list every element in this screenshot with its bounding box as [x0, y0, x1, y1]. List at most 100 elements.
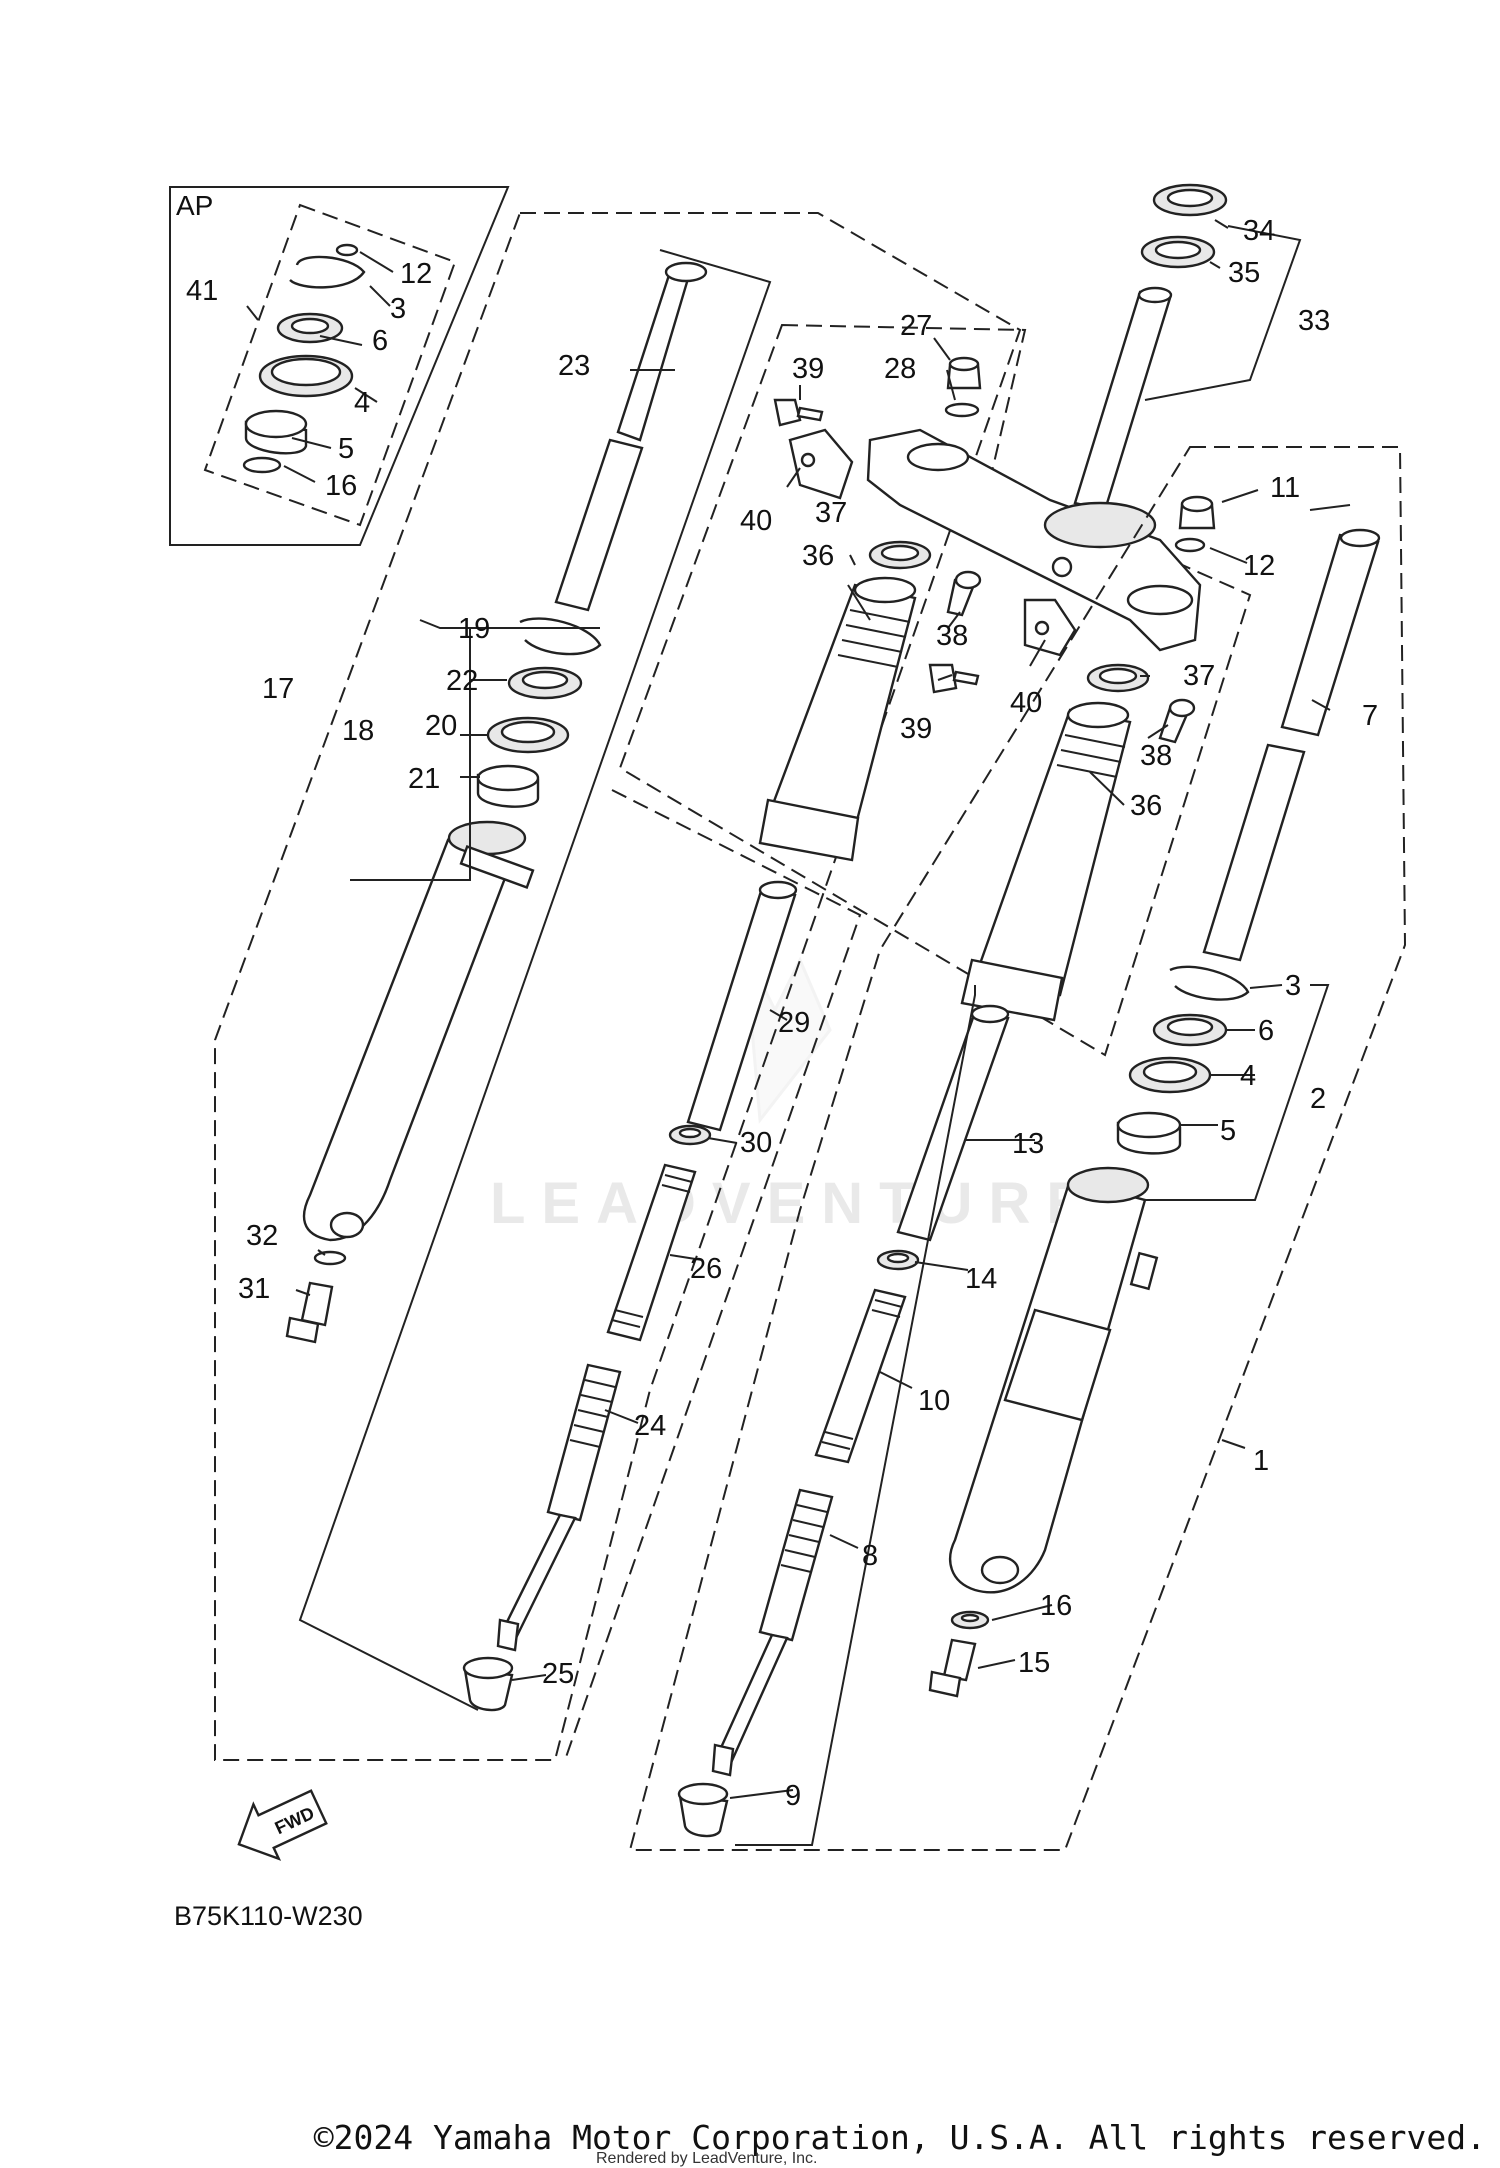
callout-16: 16 — [1040, 1590, 1072, 1622]
callout-21: 21 — [408, 763, 440, 795]
callout-25: 25 — [542, 1658, 574, 1690]
seal-20 — [486, 716, 570, 754]
callout-13: 13 — [1012, 1128, 1044, 1160]
outer-tube-left — [302, 820, 535, 1242]
bolt-38-right — [1158, 698, 1196, 744]
seal-6b — [1152, 1013, 1228, 1047]
group-1-outline — [628, 446, 1407, 1851]
o-ring-28 — [944, 402, 980, 418]
callout-17: 17 — [262, 673, 294, 705]
callout-12: 12 — [1243, 550, 1275, 582]
bolt-31 — [285, 1250, 347, 1344]
washer-14 — [876, 1249, 920, 1271]
callout-labels: 12 3 41 6 4 5 16 23 19 17 22 18 20 21 32… — [186, 215, 1378, 1812]
callout-12: 12 — [400, 258, 432, 290]
cap-bolt-11 — [1178, 495, 1216, 530]
steering-stem-33 — [1073, 286, 1173, 512]
fork-boot-36-right — [960, 701, 1132, 1022]
callout-10: 10 — [918, 1385, 950, 1417]
callout-29: 29 — [778, 1007, 810, 1039]
callout-40: 40 — [1010, 687, 1042, 719]
clamp-40-left — [788, 428, 854, 500]
callout-34: 34 — [1243, 215, 1275, 247]
group-17-outline — [214, 212, 1022, 1761]
callout-22: 22 — [446, 665, 478, 697]
outer-tube-right — [948, 1166, 1159, 1594]
fwd-arrow-icon: FWD — [237, 1789, 328, 1861]
callout-2: 2 — [1310, 1083, 1326, 1115]
leader-33-bracket — [1144, 225, 1302, 401]
callout-40: 40 — [740, 505, 772, 537]
watermark-logo — [743, 949, 832, 1124]
washer-16b — [950, 1610, 990, 1630]
copyright-notice: ©2024 Yamaha Motor Corporation, U.S.A. A… — [313, 2118, 1486, 2157]
clip-19 — [519, 617, 602, 656]
callout-27: 27 — [900, 310, 932, 342]
watermark-text: LEADVENTURE — [490, 1171, 1101, 1236]
callout-35: 35 — [1228, 257, 1260, 289]
damper-rod-8 — [711, 1488, 834, 1777]
cap-9 — [677, 1782, 729, 1838]
clip-3b — [1169, 965, 1250, 1001]
callout-7: 7 — [1362, 700, 1378, 732]
clip-37-right — [1086, 663, 1150, 693]
seal-22 — [507, 666, 583, 700]
leader-2-bracket — [1140, 984, 1330, 1201]
clamp-40-right — [1023, 598, 1077, 657]
callout-33: 33 — [1298, 305, 1330, 337]
callout-20: 20 — [425, 710, 457, 742]
bolt-39-left — [773, 398, 824, 427]
callout-3: 3 — [390, 293, 406, 325]
callout-11: 11 — [1270, 472, 1300, 504]
spring-26 — [606, 1163, 697, 1342]
ap-inset-label: AP — [176, 190, 213, 221]
group-damper-outline — [564, 789, 862, 1761]
callout-37: 37 — [1183, 660, 1215, 692]
cap-bolt-27 — [946, 356, 982, 390]
bearing-34 — [1152, 183, 1228, 217]
callout-5: 5 — [1220, 1115, 1236, 1147]
under-bracket — [866, 428, 1202, 652]
callout-6: 6 — [1258, 1015, 1274, 1047]
callout-23: 23 — [558, 350, 590, 382]
bearing-35 — [1140, 235, 1216, 269]
callout-32: 32 — [246, 1220, 278, 1252]
callout-36: 36 — [1130, 790, 1162, 822]
callout-15: 15 — [1018, 1647, 1050, 1679]
callout-28: 28 — [884, 353, 916, 385]
callout-4: 4 — [354, 387, 370, 419]
inner-tube-23 — [554, 261, 708, 612]
callout-24: 24 — [634, 1410, 666, 1442]
callout-9: 9 — [785, 1780, 801, 1812]
cap-25 — [462, 1656, 514, 1712]
callout-6: 6 — [372, 325, 388, 357]
bolt-39-right — [928, 663, 980, 694]
bolt-15 — [928, 1638, 977, 1698]
callout-30: 30 — [740, 1127, 772, 1159]
callout-14: 14 — [965, 1263, 997, 1295]
bolt-38-left — [946, 570, 982, 617]
callout-31: 31 — [238, 1273, 270, 1305]
leader-7-top — [1309, 504, 1351, 511]
callout-16: 16 — [325, 470, 357, 502]
tube-29 — [686, 880, 798, 1132]
callout-41: 41 — [186, 275, 218, 307]
ap-inset: AP — [169, 186, 510, 546]
callout-37: 37 — [815, 497, 847, 529]
leader-13-frame — [735, 985, 976, 1846]
callout-38: 38 — [1140, 740, 1172, 772]
tube-13 — [896, 1004, 1010, 1242]
damper-rod-24 — [496, 1363, 622, 1652]
group-bracket-outline — [618, 323, 1252, 1057]
bushing-5b — [1116, 1111, 1182, 1155]
inner-tube-7 — [1202, 528, 1381, 962]
callout-4: 4 — [1240, 1060, 1256, 1092]
diagram-code: B75K110-W230 — [174, 1901, 363, 1931]
callout-18: 18 — [342, 715, 374, 747]
seal-4b — [1128, 1056, 1212, 1094]
callout-39: 39 — [792, 353, 824, 385]
washer-30 — [668, 1124, 712, 1146]
rendered-by-notice: Rendered by LeadVenture, Inc. — [596, 2150, 818, 2167]
callout-38: 38 — [936, 620, 968, 652]
o-ring-12b — [1174, 537, 1206, 553]
